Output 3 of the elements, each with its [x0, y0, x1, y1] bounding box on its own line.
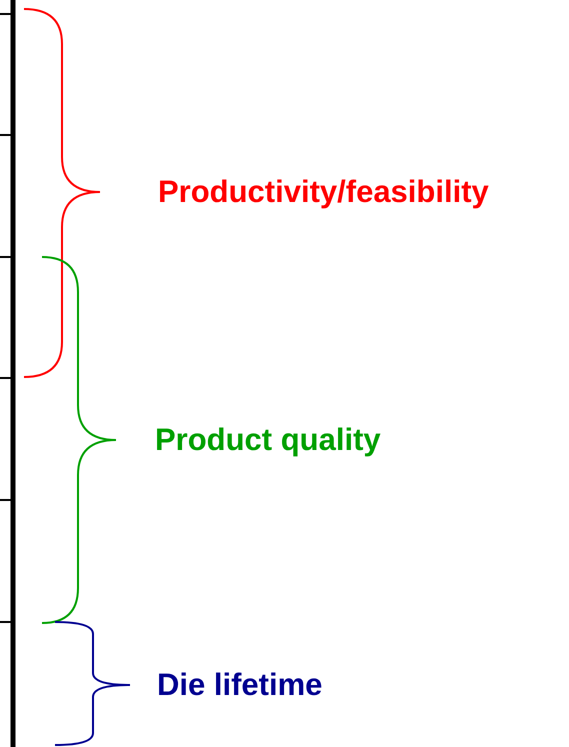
brace-label: Die lifetime — [157, 667, 322, 703]
brace-label: Productivity/feasibility — [158, 174, 489, 210]
brace-label: Product quality — [155, 422, 381, 458]
